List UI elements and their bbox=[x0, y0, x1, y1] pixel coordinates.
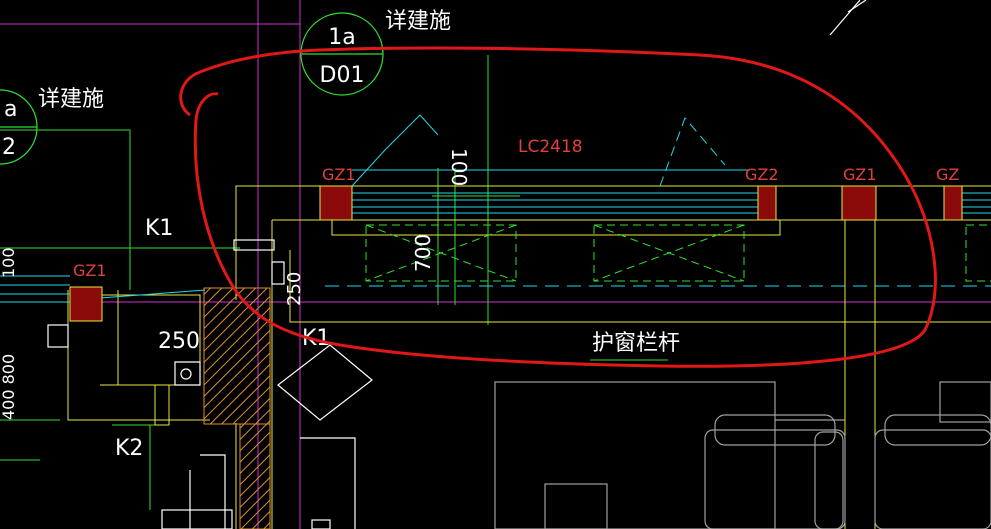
dim-700: 700 bbox=[411, 234, 435, 272]
label-gz2: GZ2 bbox=[745, 165, 779, 184]
label-k2: K2 bbox=[115, 436, 143, 461]
column-gz2 bbox=[757, 185, 777, 221]
detail-ref-left-note: 详建施 bbox=[38, 87, 104, 112]
label-gz1-b: GZ1 bbox=[843, 165, 877, 184]
structural-columns bbox=[69, 185, 963, 322]
red-annotation-outline bbox=[179, 46, 937, 368]
hatched-wall bbox=[203, 287, 271, 529]
white-geometry bbox=[47, 0, 867, 529]
column-gz1-far-left bbox=[69, 286, 103, 322]
window-x-boxes bbox=[365, 224, 991, 282]
label-railing: 护窗栏杆 bbox=[592, 331, 680, 356]
detail-ref-note: 详建施 bbox=[385, 9, 451, 34]
detail-ref-bottom-text: D01 bbox=[320, 63, 365, 88]
green-lines bbox=[0, 55, 520, 510]
label-gz-partial: GZ bbox=[936, 165, 959, 184]
label-window-type: LC2418 bbox=[518, 137, 583, 157]
dim-left-top: 100 bbox=[0, 247, 18, 278]
label-k1: K1 bbox=[145, 216, 173, 241]
column-gz-edge bbox=[943, 185, 963, 221]
label-gz1-c: GZ1 bbox=[73, 261, 107, 280]
column-gz1-left bbox=[319, 185, 353, 221]
dim-left-bottom: 400 800 bbox=[0, 354, 18, 420]
detail-ref-left-bottom-text: 2 bbox=[2, 135, 16, 160]
dim-100: 100 bbox=[447, 148, 471, 186]
yellow-wall-lines bbox=[67, 185, 991, 529]
detail-ref-left-top-text: a bbox=[4, 97, 17, 122]
cyan-window-lines bbox=[0, 114, 991, 303]
detail-reference-left: a 2 详建施 bbox=[0, 87, 104, 165]
detail-reference-1a: 1a D01 详建施 bbox=[300, 9, 451, 96]
dim-250-vertical: 250 bbox=[284, 272, 305, 306]
dim-250: 250 bbox=[158, 329, 200, 354]
detail-ref-top-text: 1a bbox=[328, 25, 355, 50]
label-gz1-a: GZ1 bbox=[322, 165, 356, 184]
sofa-outlines bbox=[494, 381, 991, 529]
column-gz1-right bbox=[841, 185, 877, 221]
